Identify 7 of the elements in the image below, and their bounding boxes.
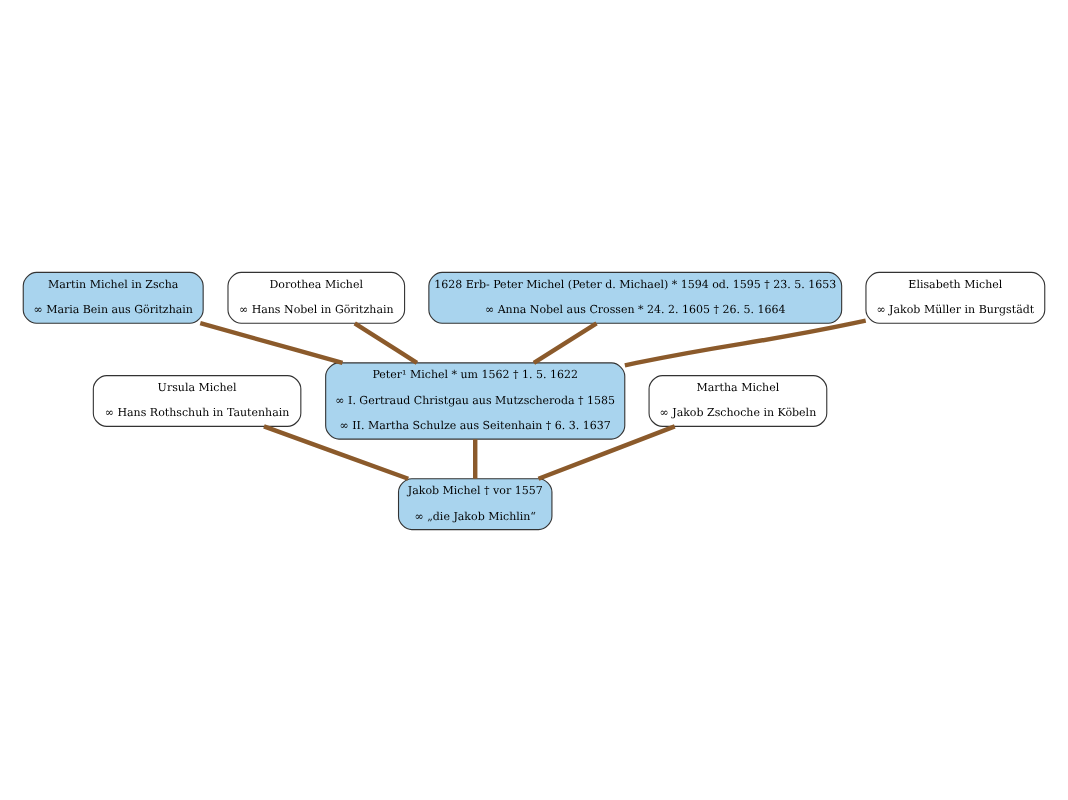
connector <box>199 320 344 364</box>
connector <box>353 320 419 364</box>
connector <box>473 438 478 478</box>
connector <box>537 423 676 480</box>
connector <box>532 320 598 364</box>
connector <box>624 317 867 367</box>
connector <box>263 423 409 480</box>
